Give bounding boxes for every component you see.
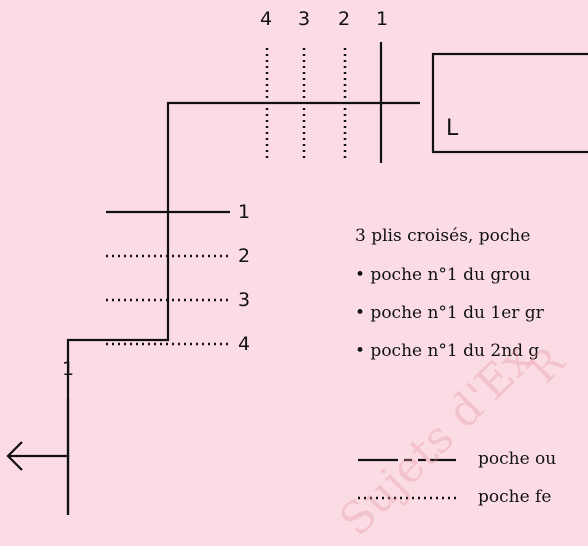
- pocket-fold-diagram: [6, 42, 588, 515]
- legend-closed-label: poche fe: [478, 487, 552, 507]
- arrow-head: [6, 441, 23, 471]
- side-label-4: 4: [238, 333, 251, 355]
- top-label-4: 4: [260, 8, 273, 30]
- legend-heading: 3 plis croisés, poche: [355, 226, 531, 246]
- legend-open-label: poche ou: [478, 449, 557, 469]
- side-label-1: 1: [238, 201, 251, 223]
- side-label-3: 3: [238, 289, 251, 311]
- legend-item-1: • poche n°1 du grou: [355, 265, 531, 285]
- box-corner-glyph: L: [446, 116, 459, 141]
- diagram-canvas: L 4 3 2 1 1 2 3 4 1 3 plis croisés, poch…: [6, 8, 588, 546]
- side-label-2: 2: [238, 245, 251, 267]
- bottom-label-1: 1: [62, 358, 75, 380]
- pocket-box: [431, 52, 588, 154]
- top-label-3: 3: [298, 8, 311, 30]
- top-label-1: 1: [376, 8, 389, 30]
- legend-item-2: • poche n°1 du 1er gr: [355, 303, 544, 323]
- top-label-2: 2: [338, 8, 351, 30]
- legend-item-3: • poche n°1 du 2nd g: [355, 341, 540, 361]
